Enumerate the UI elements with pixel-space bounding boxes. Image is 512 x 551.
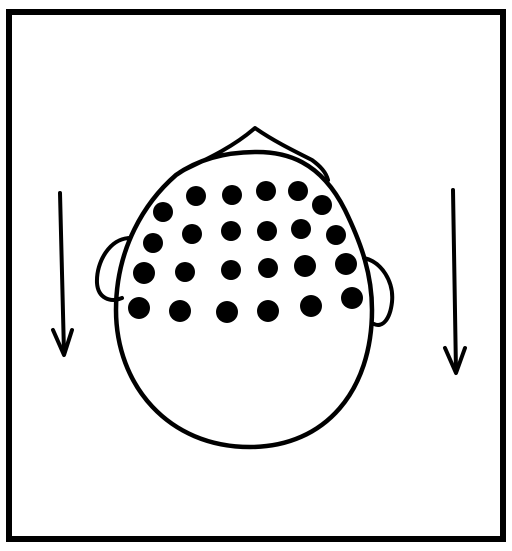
right-arrow-icon xyxy=(445,190,465,373)
scalp-dot-r2-c2 xyxy=(182,224,202,244)
scalp-dot-r4-c2 xyxy=(169,300,191,322)
head-outline xyxy=(116,152,372,447)
scalp-dot-r1-c4 xyxy=(256,181,276,201)
scalp-dot-r4-c6 xyxy=(341,287,363,309)
scalp-dot-r4-c5 xyxy=(300,295,322,317)
scalp-dot-r1-c1 xyxy=(153,202,173,222)
left-arrow-icon xyxy=(53,193,72,355)
scalp-dot-r3-c4 xyxy=(258,258,278,278)
scalp-dot-r3-c2 xyxy=(175,262,195,282)
scalp-dot-r4-c3 xyxy=(216,301,238,323)
scalp-dot-r4-c1 xyxy=(128,297,150,319)
frame-border xyxy=(9,12,503,539)
scalp-dot-r2-c6 xyxy=(326,225,346,245)
dot-grid xyxy=(128,181,363,323)
scalp-dot-r2-c3 xyxy=(221,221,241,241)
scalp-dot-r1-c3 xyxy=(222,185,242,205)
scalp-dot-r3-c6 xyxy=(335,253,357,275)
scalp-dot-r2-c4 xyxy=(257,221,277,241)
scalp-dot-r1-c5 xyxy=(288,181,308,201)
scalp-dot-r2-c5 xyxy=(291,219,311,239)
scalp-dot-r4-c4 xyxy=(257,300,279,322)
scalp-dot-r3-c5 xyxy=(294,255,316,277)
scalp-dot-r3-c3 xyxy=(221,260,241,280)
scalp-dot-r1-c2 xyxy=(186,186,206,206)
scalp-dot-r2-c1 xyxy=(143,233,163,253)
scalp-dot-r1-c6 xyxy=(312,195,332,215)
scalp-dot-r3-c1 xyxy=(133,262,155,284)
